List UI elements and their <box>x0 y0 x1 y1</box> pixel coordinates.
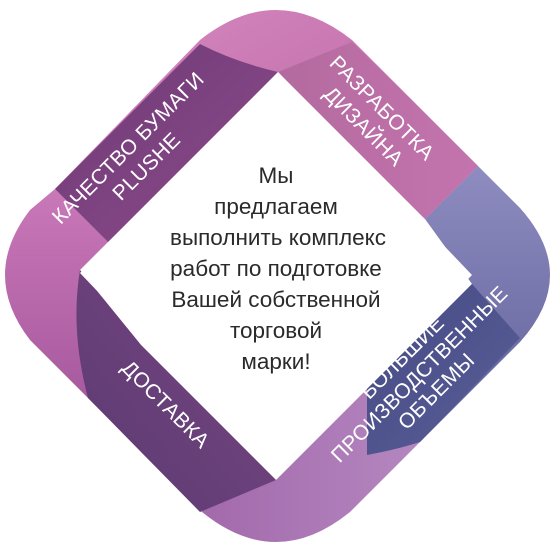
center-line: торговой <box>229 318 323 343</box>
center-line: предлагаем <box>214 194 338 219</box>
fold-top-right <box>278 42 478 219</box>
center-line: выполнить комплекс <box>170 225 386 250</box>
center-diamond <box>80 72 472 478</box>
fold-bottom-right <box>367 284 520 455</box>
center-line: марки! <box>241 349 311 374</box>
center-line: Вашей собственной <box>171 287 381 312</box>
fold-bottom-left <box>76 270 276 512</box>
fold-top-left <box>55 44 278 242</box>
center-line: Мы <box>258 163 294 188</box>
center-line: работ по подготовке <box>170 256 382 281</box>
center-text: Мы предлагаем выполнить комплекс работ п… <box>170 160 386 377</box>
